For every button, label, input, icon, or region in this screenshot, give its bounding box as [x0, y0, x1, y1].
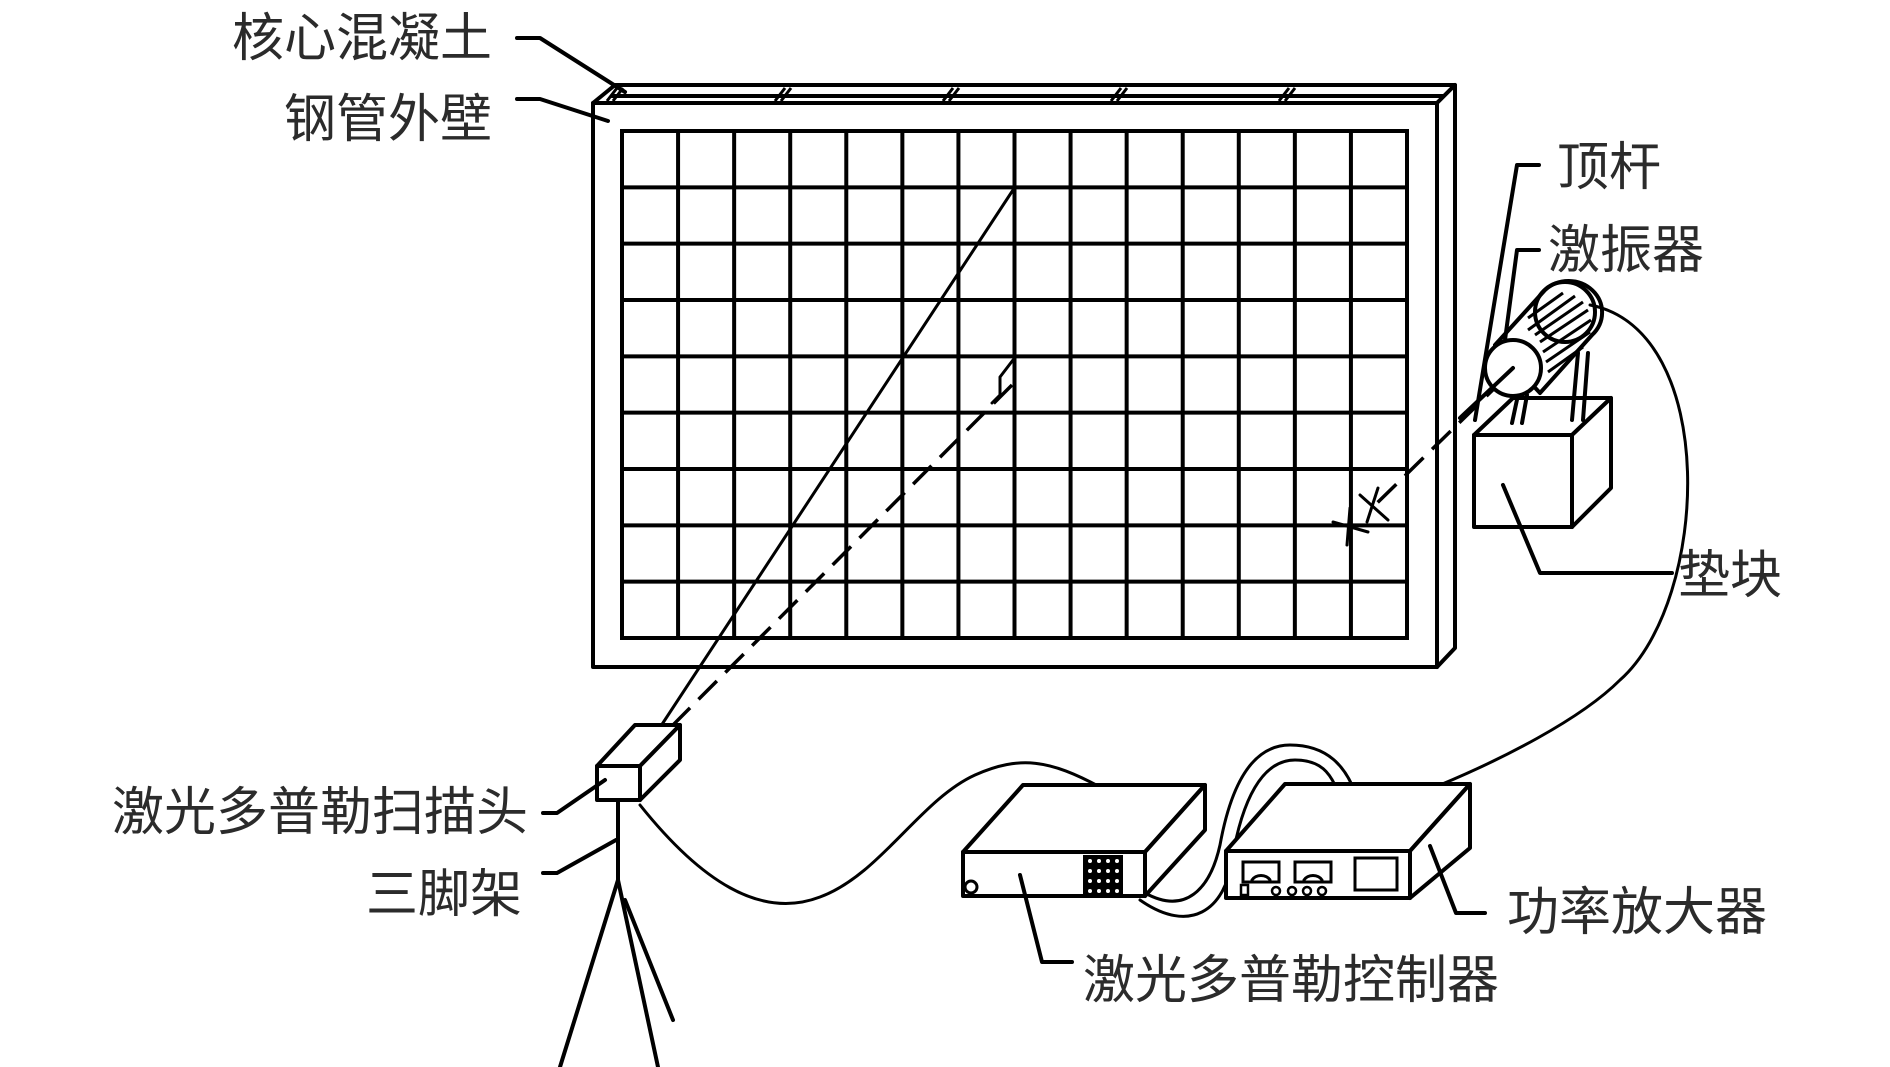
laser-beams [653, 188, 1507, 737]
leader-power-amplifier [1428, 844, 1487, 915]
cables [638, 303, 1690, 918]
label-tripod: 三脚架 [366, 865, 522, 925]
vent-hole [1106, 859, 1110, 863]
amplifier-meter-right [1293, 860, 1333, 884]
segment-break-mark [605, 87, 619, 102]
vent-hole [1115, 869, 1119, 873]
amplifier-switch [1239, 883, 1250, 897]
vent-hole [1106, 869, 1110, 873]
controller-vent-grille [1083, 855, 1123, 895]
vent-hole [1097, 859, 1101, 863]
power-amplifier [1224, 782, 1472, 900]
vent-hole [1115, 889, 1119, 893]
segment-break-mark [941, 87, 955, 102]
vent-hole [1115, 859, 1119, 863]
leader-lines [515, 36, 1674, 964]
cable-controller-to-amplifier-2 [1138, 758, 1337, 918]
label-steel-tube-wall: 钢管外壁 [284, 90, 492, 150]
exciter-back-end [1533, 280, 1597, 344]
leader-pad-block [1501, 483, 1674, 575]
steel-tube-side-face [1435, 83, 1457, 669]
cable-controller-to-amplifier-1 [1143, 743, 1354, 903]
vent-hole [1097, 879, 1101, 883]
label-core-concrete: 核心混凝土 [232, 9, 492, 69]
cable-scanner-to-controller [638, 761, 1102, 905]
exciter-assembly [1458, 279, 1613, 529]
segment-break-mark [773, 87, 787, 102]
measurement-grid [620, 129, 1409, 640]
label-exciter: 激振器 [1548, 221, 1704, 281]
vent-hole [1088, 869, 1092, 873]
vent-hole [1097, 889, 1101, 893]
segment-break-mark [1283, 87, 1297, 102]
exciter-support-right [1570, 351, 1590, 422]
exciter-support-left [1510, 393, 1529, 425]
top-face-segment-marks [605, 87, 1297, 102]
segment-break-mark [1277, 87, 1291, 102]
laser-beam-solid [653, 188, 1015, 737]
controller-power-knob [963, 879, 979, 895]
leader-exciter [1503, 248, 1541, 342]
specimen-panel [591, 83, 1457, 669]
excitation-axis-dashed [1370, 376, 1507, 510]
label-push-rod: 顶杆 [1557, 138, 1661, 198]
leader-controller [1018, 873, 1074, 964]
segment-break-mark [1109, 87, 1123, 102]
cable-exciter-to-amplifier [1438, 303, 1690, 787]
segment-break-mark [1115, 87, 1129, 102]
leader-scanning-head [541, 778, 607, 815]
leader-core-concrete [515, 36, 627, 94]
leader-push-rod [1473, 163, 1541, 422]
segment-break-mark [779, 87, 793, 102]
vent-hole [1088, 879, 1092, 883]
laser-doppler-controller [961, 783, 1207, 898]
vent-hole [1097, 869, 1101, 873]
laser-beam-dashed [663, 383, 1014, 735]
pad-block-front [1472, 433, 1574, 529]
label-laser-controller: 激光多普勒控制器 [1083, 951, 1499, 1011]
amplifier-display [1353, 856, 1399, 892]
excitation-point-marker [1331, 486, 1390, 547]
amplifier-meter-left [1241, 860, 1281, 884]
label-power-amplifier: 功率放大器 [1507, 883, 1767, 943]
laser-scanning-head [595, 723, 682, 802]
leader-tripod [541, 838, 618, 875]
vent-hole [1115, 879, 1119, 883]
label-pad-block: 垫块 [1678, 546, 1782, 606]
amplifier-knobs [1270, 885, 1328, 897]
push-rod [1458, 366, 1515, 420]
label-laser-scanning-head: 激光多普勒扫描头 [112, 783, 528, 843]
vent-hole [1088, 889, 1092, 893]
vent-hole [1088, 859, 1092, 863]
vent-hole [1106, 879, 1110, 883]
vent-hole [1106, 889, 1110, 893]
leader-steel-tube-wall [515, 97, 610, 123]
segment-break-mark [947, 87, 961, 102]
